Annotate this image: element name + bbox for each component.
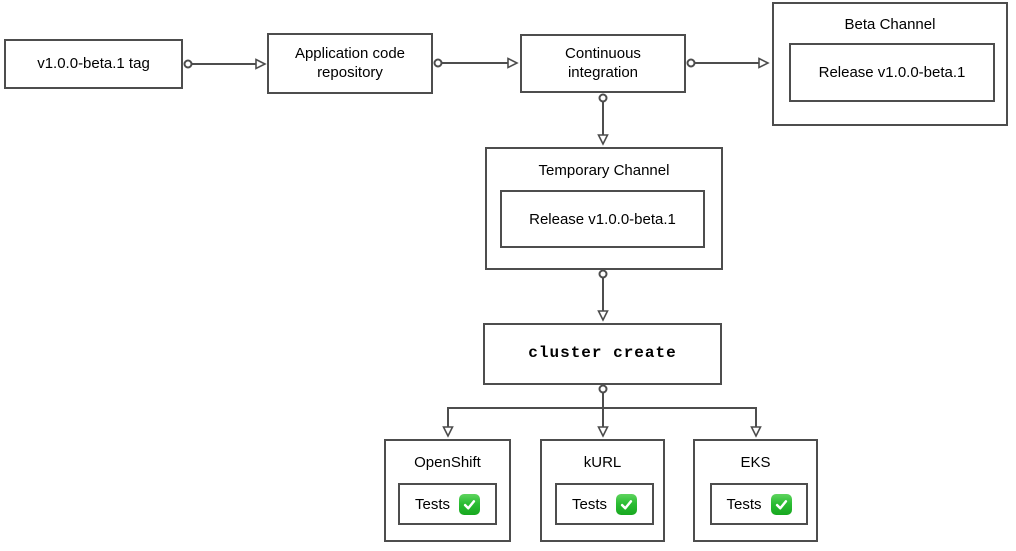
connection-dot (183, 59, 193, 69)
tests-label: Tests (414, 495, 450, 513)
node-beta-release-label: Release v1.0.0-beta.1 (818, 64, 966, 81)
node-kurl-title: kURL (583, 454, 622, 471)
node-app-code-repository-label: Application code repository (294, 45, 406, 81)
connection-dot (433, 58, 443, 68)
node-openshift-title: OpenShift (414, 454, 481, 471)
node-eks-title: EKS (740, 454, 771, 471)
node-temporary-channel: Temporary Channel Release v1.0.0-beta.1 (485, 147, 723, 270)
connection-dot (686, 58, 696, 68)
node-continuous-integration: Continuous integration (520, 34, 686, 93)
node-openshift-tests: Tests (398, 483, 497, 525)
node-temporary-release-label: Release v1.0.0-beta.1 (529, 210, 676, 228)
tests-label: Tests (571, 495, 607, 513)
tests-label: Tests (726, 495, 762, 513)
check-icon (459, 493, 480, 515)
node-openshift: OpenShift Tests (384, 439, 511, 542)
node-kurl: kURL Tests (540, 439, 665, 542)
connector-cluster-to-openshift (448, 407, 603, 436)
connection-dot (598, 93, 608, 103)
node-temporary-release: Release v1.0.0-beta.1 (500, 190, 705, 248)
node-kurl-tests: Tests (555, 483, 654, 525)
node-continuous-integration-label: Continuous integration (565, 45, 641, 81)
check-icon (770, 493, 792, 515)
node-eks: EKS Tests (693, 439, 818, 542)
node-beta-channel: Beta Channel Release v1.0.0-beta.1 (772, 2, 1008, 126)
node-version-tag-label: v1.0.0-beta.1 tag (37, 54, 150, 72)
node-version-tag: v1.0.0-beta.1 tag (4, 39, 183, 89)
node-cluster-create-label: cluster create (528, 344, 677, 363)
node-app-code-repository: Application code repository (267, 33, 433, 94)
node-cluster-create: cluster create (483, 323, 722, 385)
connection-dot (598, 384, 608, 394)
node-beta-channel-title: Beta Channel (844, 15, 936, 33)
node-beta-release: Release v1.0.0-beta.1 (789, 43, 995, 102)
node-eks-tests: Tests (710, 483, 808, 525)
connection-dot (598, 269, 608, 279)
node-temporary-channel-title: Temporary Channel (538, 161, 670, 179)
check-icon (616, 493, 637, 515)
connector-cluster-to-eks (603, 407, 756, 436)
